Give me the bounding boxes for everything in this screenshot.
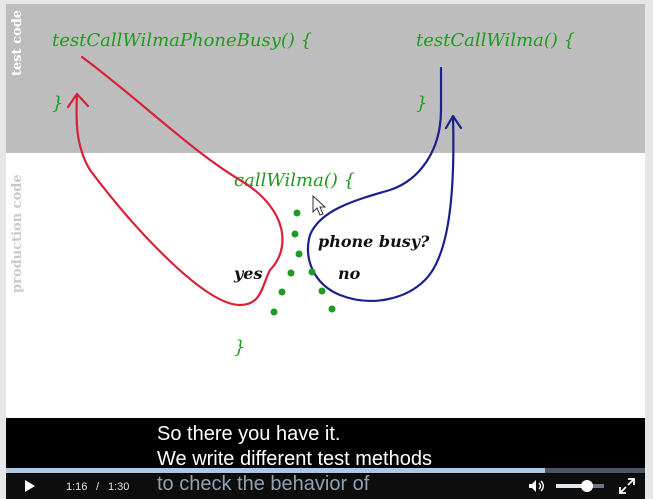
duration: 1:30	[108, 481, 130, 493]
flow-dot	[278, 288, 286, 296]
red-arrowhead	[66, 92, 90, 109]
caption-line-2: We write different test methods	[157, 448, 432, 470]
condition-label: phone busy?	[318, 232, 430, 251]
flow-dot	[308, 268, 316, 276]
volume-knob[interactable]	[581, 480, 593, 492]
volume-icon[interactable]	[528, 479, 546, 493]
volume-fill	[556, 484, 587, 488]
time-separator: /	[96, 481, 100, 493]
progress-fill	[6, 468, 545, 473]
method-signature: callWilma() {	[234, 170, 356, 191]
blue-path	[306, 66, 455, 302]
red-path	[75, 55, 284, 307]
test-method-plain: testCallWilma() {	[416, 30, 576, 51]
flow-dot	[328, 305, 336, 313]
caption-box	[6, 418, 645, 474]
fullscreen-icon[interactable]	[619, 478, 635, 494]
blue-arrowhead	[444, 114, 463, 130]
caption-line-3: to check the behavior of	[157, 473, 370, 495]
flow-dot	[295, 250, 303, 258]
frame-border-left	[0, 0, 6, 499]
flow-dot	[293, 209, 301, 217]
test-method-busy: testCallWilmaPhoneBusy() {	[52, 30, 313, 51]
flow-dot	[291, 230, 299, 238]
frame-border-right	[645, 0, 653, 499]
flow-dot	[270, 308, 278, 316]
test-method-busy-close: }	[52, 93, 64, 114]
test-code-band	[6, 4, 645, 153]
frame-border-top	[0, 0, 653, 4]
branch-yes-label: yes	[234, 264, 263, 283]
flow-dot	[318, 287, 326, 295]
play-icon[interactable]	[24, 479, 36, 493]
flow-dot	[287, 269, 295, 277]
caption-line-1: So there you have it.	[157, 423, 341, 445]
control-bar	[6, 474, 645, 499]
test-method-plain-close: }	[416, 93, 428, 114]
method-close: }	[234, 337, 246, 358]
mouse-cursor-icon	[312, 194, 327, 216]
flow-dots	[270, 209, 336, 316]
current-time: 1:16	[66, 481, 88, 493]
branch-no-label: no	[338, 264, 361, 283]
